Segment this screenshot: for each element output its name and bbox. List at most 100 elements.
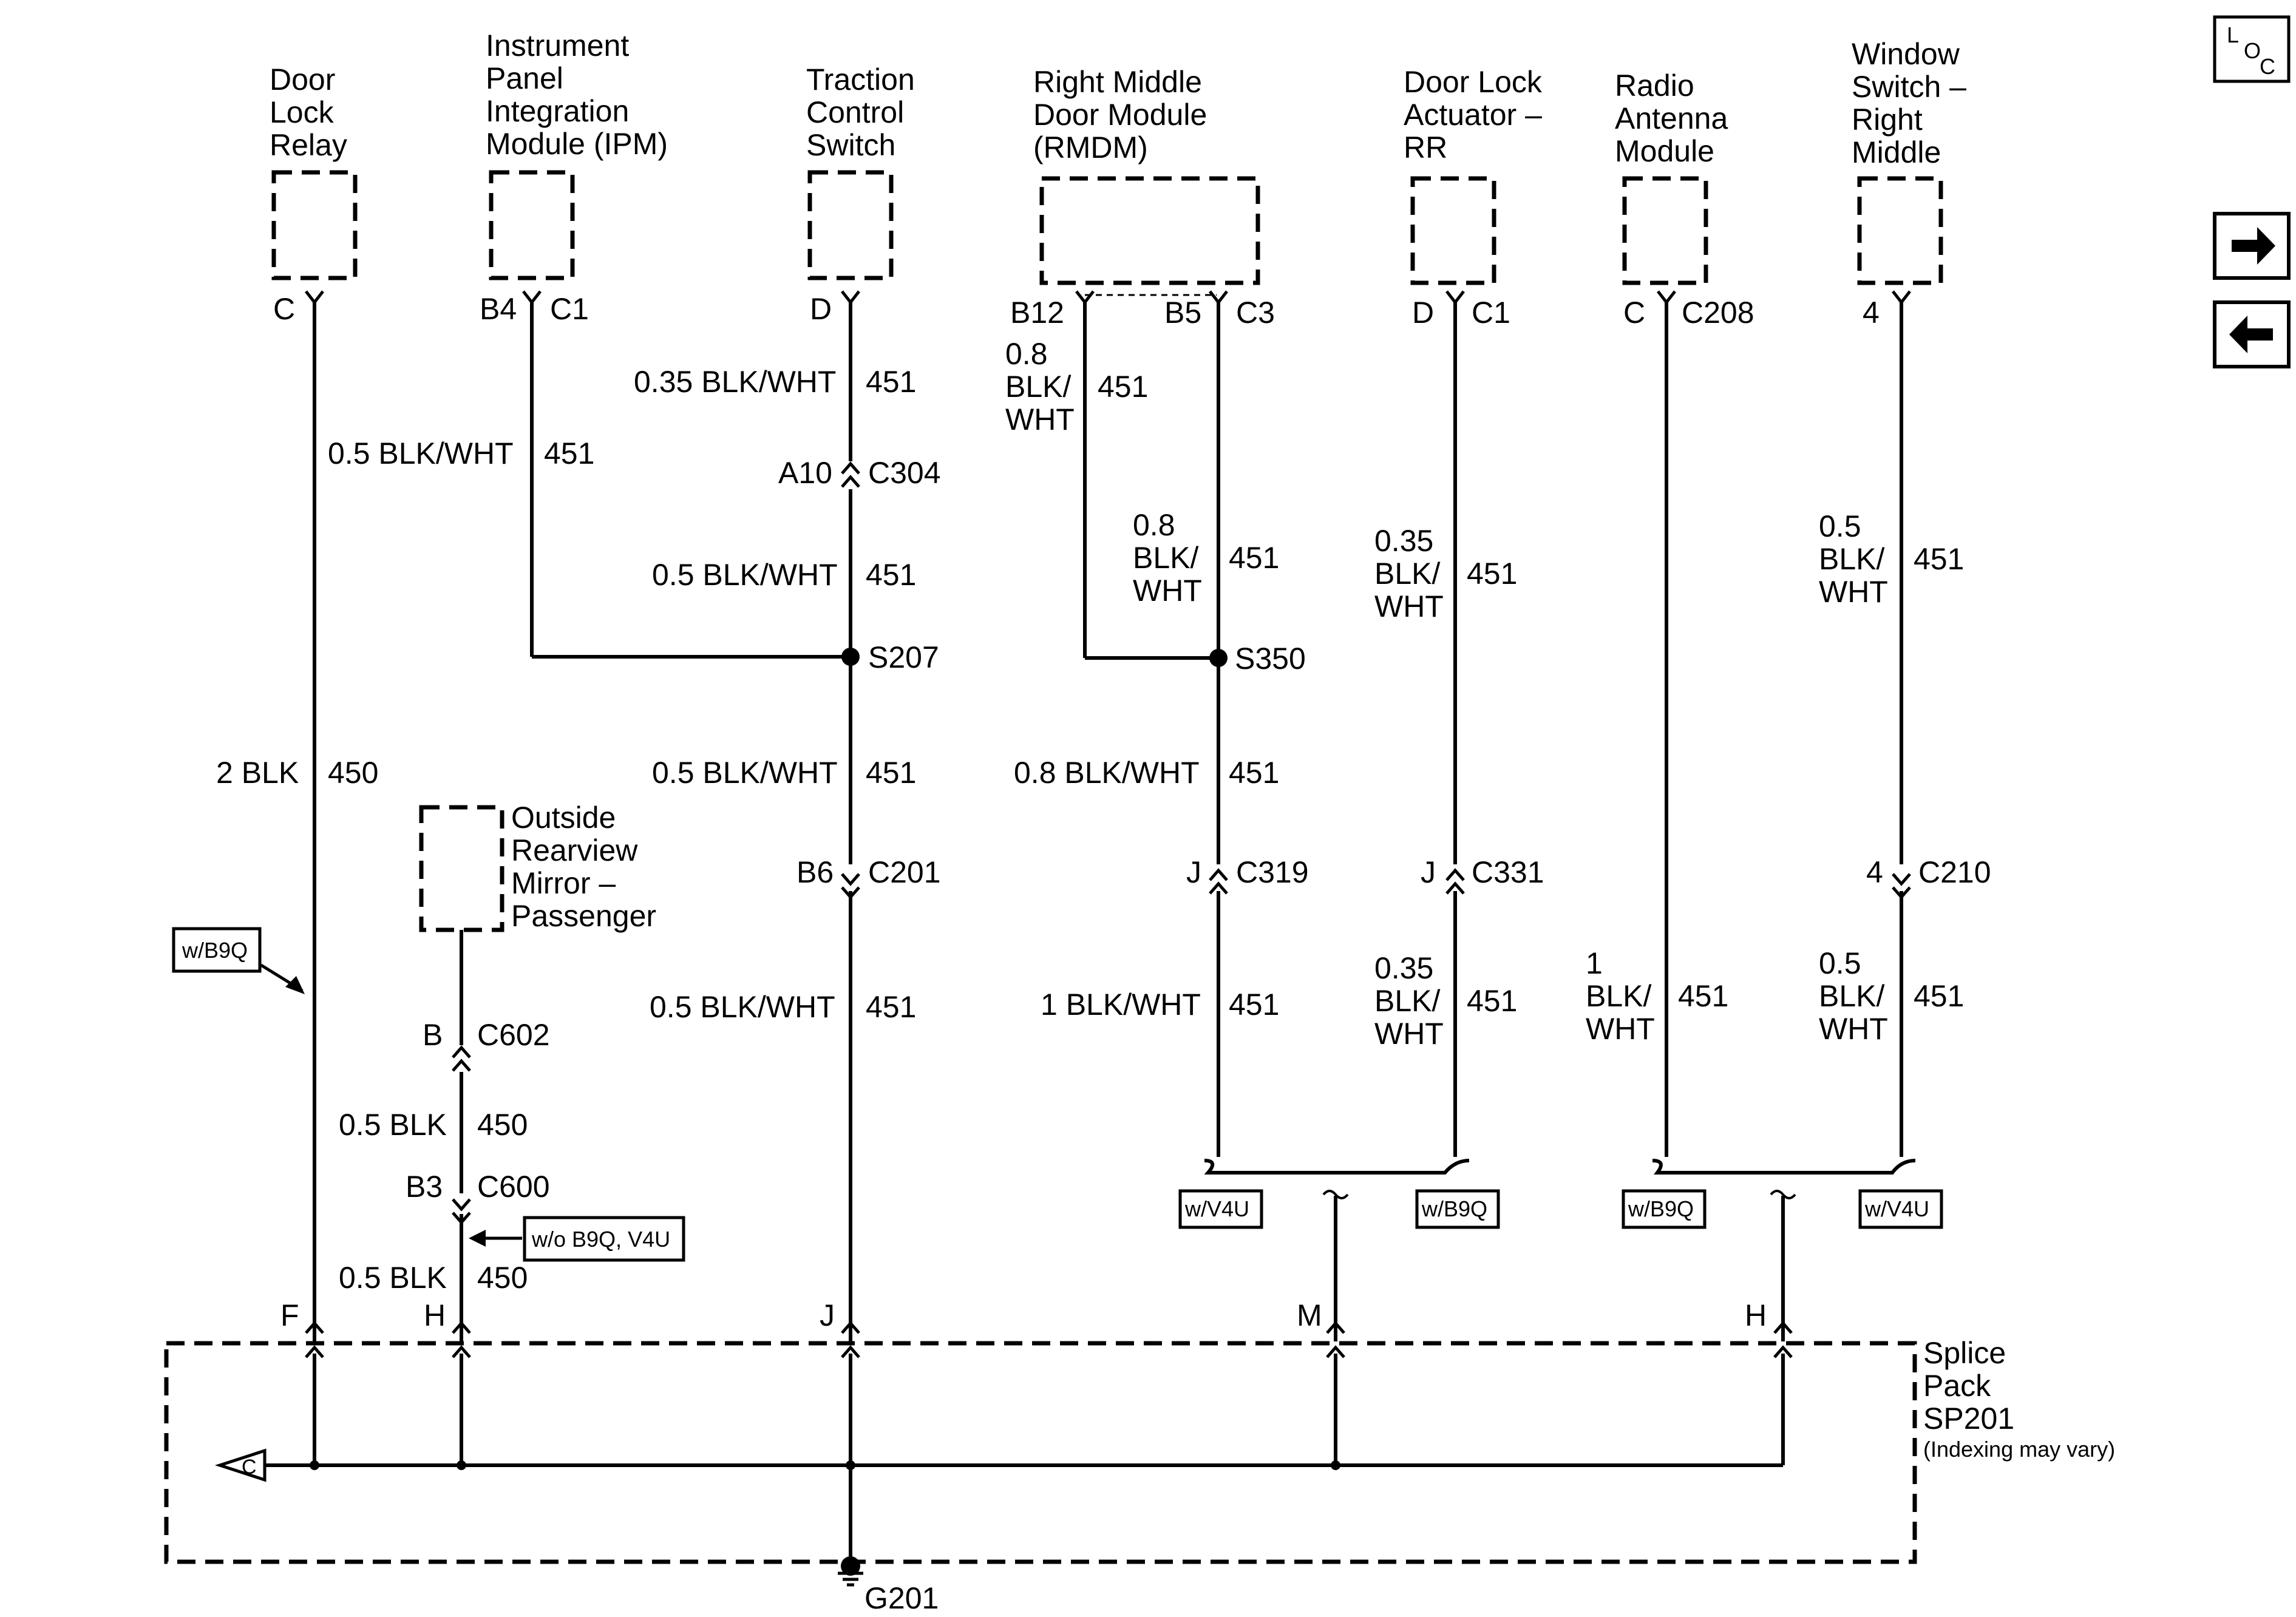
option-labels: w/B9Q w/o B9Q, V4U w/V4U w/B9Q w/B9Q w/V… [182, 938, 1929, 1252]
door-lock-actuator-box [1410, 176, 1496, 285]
svg-text:J: J [1421, 855, 1436, 889]
svg-text:0.5: 0.5 [1819, 946, 1861, 980]
arrowhead-b9q-icon [285, 976, 305, 994]
svg-text:1 BLK/WHT: 1 BLK/WHT [1041, 988, 1201, 1022]
next-page-button[interactable] [2213, 212, 2291, 280]
svg-text:Panel: Panel [486, 61, 563, 95]
window-switch-label: Window Switch – Right Middle [1852, 37, 1966, 169]
svg-text:Radio: Radio [1615, 69, 1694, 103]
splice-pin-h2-icon [1773, 1321, 1793, 1358]
svg-text:A10: A10 [778, 456, 832, 490]
svg-text:0.5 BLK/WHT: 0.5 BLK/WHT [652, 558, 838, 592]
loc-button[interactable]: L O C [2213, 15, 2291, 83]
svg-text:J: J [820, 1298, 835, 1332]
svg-text:BLK/: BLK/ [1374, 557, 1441, 591]
svg-text:BLK/: BLK/ [1005, 370, 1072, 404]
pin-chevron-icon [305, 290, 324, 305]
option-box-b9q-2 [1622, 1189, 1707, 1229]
svg-text:WHT: WHT [1133, 574, 1202, 608]
svg-text:WHT: WHT [1374, 1017, 1444, 1051]
svg-text:C: C [1623, 296, 1645, 330]
svg-text:Control: Control [806, 95, 904, 129]
svg-text:BLK/: BLK/ [1819, 979, 1885, 1013]
svg-text:C210: C210 [1918, 855, 1991, 889]
svg-text:w/o B9Q, V4U: w/o B9Q, V4U [531, 1227, 670, 1252]
svg-text:BLK/: BLK/ [1374, 984, 1441, 1018]
svg-text:1: 1 [1586, 946, 1603, 980]
mirror-box [419, 805, 504, 932]
svg-text:0.5: 0.5 [1819, 509, 1861, 543]
splice-pin-j-icon [841, 1321, 860, 1358]
svg-text:J: J [1186, 855, 1201, 889]
svg-text:BLK/: BLK/ [1819, 542, 1885, 576]
svg-text:B: B [423, 1018, 443, 1052]
option-box-v4u-1 [1178, 1189, 1263, 1229]
svg-text:C602: C602 [477, 1018, 550, 1052]
splice-connector-c-label: C [242, 1456, 257, 1479]
svg-text:w/V4U: w/V4U [1864, 1196, 1929, 1221]
svg-text:Module: Module [1615, 134, 1714, 168]
door-lock-actuator-label: Door Lock Actuator – RR [1404, 65, 1543, 164]
svg-text:451: 451 [544, 436, 594, 470]
svg-text:451: 451 [866, 558, 916, 592]
pin-chevron-icon [1892, 290, 1911, 305]
svg-text:Integration: Integration [486, 94, 629, 128]
svg-text:451: 451 [1098, 370, 1148, 404]
svg-text:0.35: 0.35 [1374, 951, 1433, 985]
svg-text:D: D [1412, 296, 1434, 330]
pin-chevron-icon [1657, 290, 1676, 305]
loc-o: O [2244, 38, 2261, 63]
svg-text:H: H [1745, 1298, 1767, 1332]
svg-text:w/B9Q: w/B9Q [182, 938, 248, 963]
door-lock-relay-label: Door Lock Relay [270, 63, 347, 162]
svg-text:Relay: Relay [270, 128, 347, 162]
splice-node [310, 1460, 319, 1470]
option-box-b9q-1 [1415, 1189, 1500, 1229]
svg-text:B6: B6 [796, 855, 834, 889]
svg-text:S350: S350 [1235, 642, 1306, 676]
bracket-tilde-right [1770, 1190, 1796, 1199]
svg-text:0.8 BLK/WHT: 0.8 BLK/WHT [1014, 756, 1200, 790]
splice-node [457, 1460, 466, 1470]
svg-text:C1: C1 [550, 292, 589, 326]
svg-text:451: 451 [866, 756, 916, 790]
inline-connector-c600-icon [452, 1198, 471, 1225]
traction-switch-label: Traction Control Switch [806, 63, 915, 162]
svg-text:B3: B3 [406, 1170, 443, 1204]
svg-text:Traction: Traction [806, 63, 915, 97]
svg-text:2 BLK: 2 BLK [216, 756, 299, 790]
svg-text:B5: B5 [1164, 296, 1201, 330]
mirror-label: Outside Rearview Mirror – Passenger [511, 801, 656, 933]
svg-text:Instrument: Instrument [486, 29, 629, 63]
svg-text:Mirror –: Mirror – [511, 866, 616, 900]
svg-text:Lock: Lock [270, 95, 335, 129]
window-switch-box [1857, 176, 1943, 285]
rmdm-label: Right Middle Door Module (RMDM) [1033, 65, 1207, 164]
ground-g201-node [841, 1556, 860, 1576]
svg-text:451: 451 [1678, 979, 1728, 1013]
splice-s350 [1209, 649, 1228, 667]
svg-text:H: H [424, 1298, 446, 1332]
splice-node [1331, 1460, 1340, 1470]
loc-c: C [2260, 54, 2275, 79]
svg-text:0.8: 0.8 [1005, 337, 1048, 371]
svg-text:0.5 BLK: 0.5 BLK [339, 1261, 447, 1295]
pin-chevron-icon [522, 290, 542, 305]
svg-text:C3: C3 [1236, 296, 1275, 330]
inline-connector-c201-icon [841, 873, 860, 900]
pin-chevron-icon [1209, 290, 1228, 305]
svg-text:Door Lock: Door Lock [1404, 65, 1543, 99]
previous-page-button[interactable] [2213, 300, 2291, 368]
svg-text:BLK/: BLK/ [1133, 541, 1199, 575]
svg-text:B4: B4 [480, 292, 517, 326]
svg-text:C319: C319 [1236, 855, 1309, 889]
svg-text:Outside: Outside [511, 801, 616, 835]
ipm-box [489, 170, 575, 280]
splice-pin-h-icon [452, 1321, 471, 1358]
door-lock-relay-box [271, 170, 358, 280]
splice-pin-m-icon [1326, 1321, 1345, 1358]
svg-text:451: 451 [1467, 557, 1517, 591]
option-bracket-right [1652, 1159, 1916, 1175]
splice-s207 [841, 648, 860, 666]
